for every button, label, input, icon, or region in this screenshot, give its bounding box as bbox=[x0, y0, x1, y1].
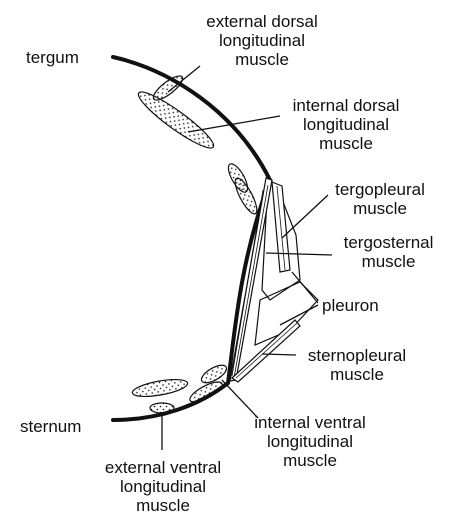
label-internal-dorsal-line-1: internal dorsal bbox=[276, 96, 416, 115]
leader-pleuron-1 bbox=[292, 272, 318, 303]
ventral-muscle-1 bbox=[131, 376, 189, 400]
label-internal-ventral: internal ventral longitudinal muscle bbox=[240, 413, 380, 470]
label-external-dorsal: external dorsal longitudinal muscle bbox=[192, 12, 332, 69]
external-ventral-muscle-shape bbox=[150, 403, 174, 413]
label-tergum: tergum bbox=[26, 48, 79, 67]
internal-dorsal-muscle-shape bbox=[133, 86, 218, 155]
label-tergosternal-line-2: muscle bbox=[326, 252, 451, 271]
label-external-ventral-line-2: longitudinal bbox=[78, 477, 248, 496]
label-sternum: sternum bbox=[20, 417, 81, 436]
label-internal-dorsal-line-3: muscle bbox=[276, 134, 416, 153]
label-internal-dorsal: internal dorsal longitudinal muscle bbox=[276, 96, 416, 153]
label-external-ventral-line-1: external ventral bbox=[78, 458, 248, 477]
label-external-dorsal-line-1: external dorsal bbox=[192, 12, 332, 31]
label-tergopleural-line-2: muscle bbox=[320, 199, 440, 218]
label-tergosternal-line-1: tergosternal bbox=[326, 233, 451, 252]
label-sternopleural-line-1: sternopleural bbox=[292, 346, 422, 365]
label-external-dorsal-line-3: muscle bbox=[192, 50, 332, 69]
label-internal-ventral-line-1: internal ventral bbox=[240, 413, 380, 432]
label-internal-dorsal-line-2: longitudinal bbox=[276, 115, 416, 134]
label-tergopleural-line-1: tergopleural bbox=[320, 180, 440, 199]
label-sternopleural-line-2: muscle bbox=[292, 365, 422, 384]
label-external-ventral-line-3: muscle bbox=[78, 496, 248, 515]
label-internal-ventral-line-2: longitudinal bbox=[240, 432, 380, 451]
label-external-dorsal-line-2: longitudinal bbox=[192, 31, 332, 50]
label-pleuron: pleuron bbox=[322, 296, 379, 315]
leader-tergosternal bbox=[266, 253, 332, 255]
label-sternopleural: sternopleural muscle bbox=[292, 346, 422, 384]
label-internal-ventral-line-3: muscle bbox=[240, 451, 380, 470]
label-tergosternal: tergosternal muscle bbox=[326, 233, 451, 271]
leader-pleuron-2 bbox=[280, 305, 318, 325]
label-external-ventral: external ventral longitudinal muscle bbox=[78, 458, 248, 515]
label-tergopleural: tergopleural muscle bbox=[320, 180, 440, 218]
